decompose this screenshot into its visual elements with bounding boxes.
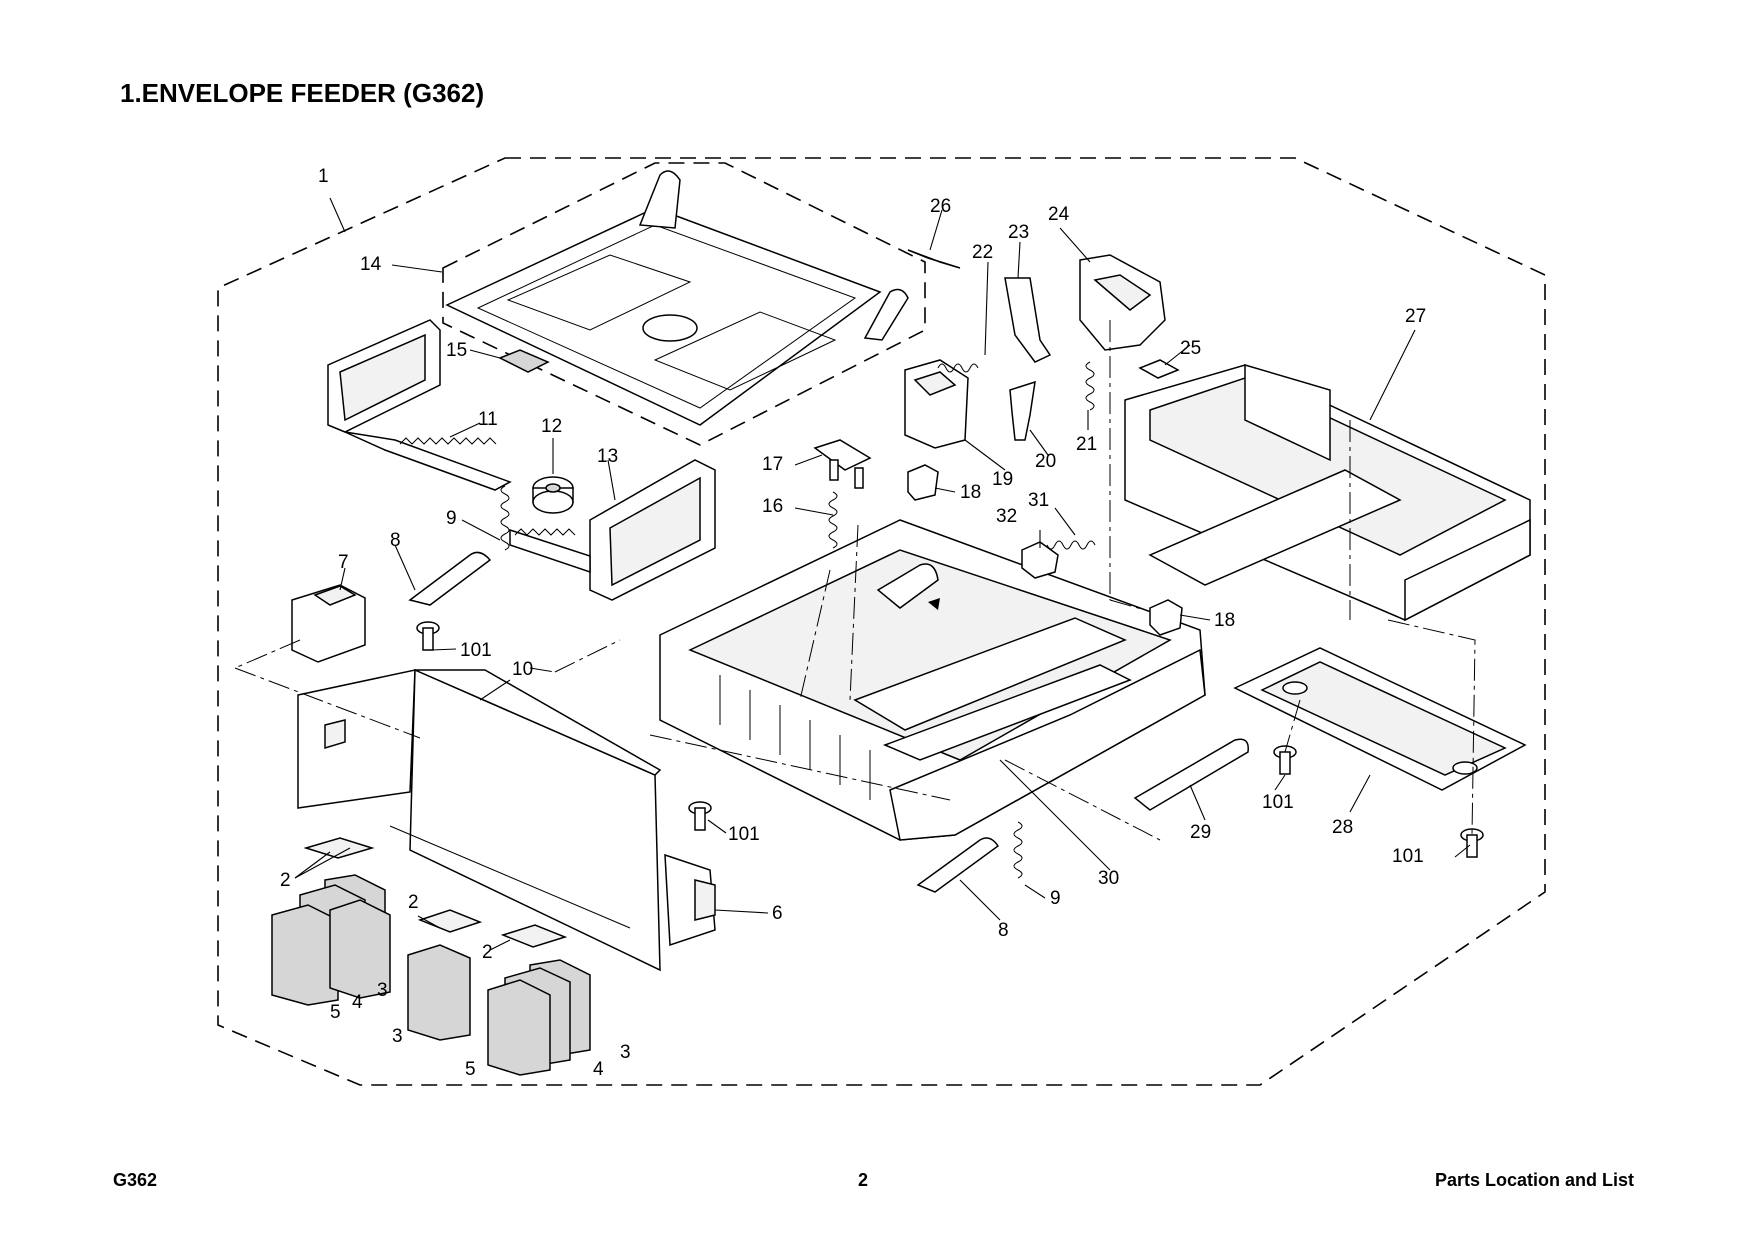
part-9-spring-lower bbox=[1013, 821, 1023, 879]
callout-28: 28 bbox=[1332, 817, 1353, 838]
callout-13: 13 bbox=[597, 446, 618, 467]
parts-3-weight-center bbox=[407, 944, 471, 1041]
callout-24: 24 bbox=[1048, 204, 1070, 225]
callout-8-upper: 8 bbox=[390, 530, 401, 551]
callout-21: 21 bbox=[1076, 434, 1097, 455]
part-101-screw-d bbox=[1460, 828, 1484, 858]
part-15-pad bbox=[498, 349, 550, 373]
callout-9-upper: 9 bbox=[446, 508, 457, 529]
callout-11: 11 bbox=[478, 409, 498, 430]
part-29-arm bbox=[1133, 738, 1249, 811]
part-10-front-cover bbox=[297, 668, 662, 972]
parts-3-4-5-weight-stack-left bbox=[271, 874, 391, 1006]
part-101-screw-a bbox=[416, 621, 440, 651]
callout-2-a: 2 bbox=[280, 870, 291, 891]
part-27-tray bbox=[1124, 363, 1531, 622]
part-18-latch-lower bbox=[1149, 599, 1183, 636]
callout-3-right: 3 bbox=[620, 1042, 631, 1063]
callout-101-b: 101 bbox=[728, 824, 760, 845]
leader-lines bbox=[294, 197, 1471, 951]
part-9-spring-upper bbox=[500, 485, 510, 551]
part-28-plate bbox=[1233, 647, 1527, 791]
parts-2-pads bbox=[303, 837, 568, 948]
part-12-gear bbox=[532, 476, 574, 514]
subassembly-boundary bbox=[442, 162, 926, 446]
callout-6: 6 bbox=[772, 903, 783, 924]
callout-4-left: 4 bbox=[352, 992, 363, 1013]
page-title: 1.ENVELOPE FEEDER (G362) bbox=[120, 78, 485, 108]
callout-27: 27 bbox=[1405, 306, 1426, 327]
callout-5-left: 5 bbox=[330, 1002, 341, 1023]
callout-1: 1 bbox=[318, 166, 329, 187]
part-13-rack-holder bbox=[509, 459, 716, 601]
callout-101-d: 101 bbox=[1392, 846, 1424, 867]
callout-2-c: 2 bbox=[482, 942, 493, 963]
part-19-cover bbox=[904, 359, 969, 449]
callout-20: 20 bbox=[1035, 451, 1056, 472]
part-14-top-plate bbox=[445, 170, 909, 426]
callout-101-c: 101 bbox=[1262, 792, 1294, 813]
part-101-screw-b bbox=[688, 801, 712, 831]
part-22-spring bbox=[937, 363, 979, 373]
callout-3-left: 3 bbox=[377, 980, 388, 1001]
callout-101-a: 101 bbox=[460, 640, 492, 661]
part-18-latch-upper bbox=[907, 464, 939, 501]
callout-22: 22 bbox=[972, 242, 993, 263]
part-7-bracket bbox=[291, 584, 366, 663]
footer-model: G362 bbox=[113, 1170, 158, 1190]
callout-9-lower: 9 bbox=[1050, 888, 1061, 909]
callout-10: 10 bbox=[512, 659, 533, 680]
parts-3-4-5-weight-stack-right bbox=[487, 959, 591, 1076]
part-8-arm-upper bbox=[408, 551, 492, 606]
callout-5-right: 5 bbox=[465, 1059, 476, 1080]
callout-19: 19 bbox=[992, 469, 1013, 490]
callout-32: 32 bbox=[996, 506, 1017, 527]
callout-18-upper: 18 bbox=[960, 482, 981, 503]
callout-26: 26 bbox=[930, 196, 951, 217]
part-21-spring bbox=[1085, 361, 1095, 411]
callout-8-lower: 8 bbox=[998, 920, 1009, 941]
part-31-spring bbox=[1046, 540, 1096, 550]
part-11-guide-bracket bbox=[327, 319, 512, 491]
callout-23: 23 bbox=[1008, 222, 1029, 243]
assembly-boundary bbox=[217, 157, 1546, 1086]
callout-4-right: 4 bbox=[593, 1059, 604, 1080]
callout-29: 29 bbox=[1190, 822, 1211, 843]
part-8-arm-lower bbox=[916, 837, 1000, 893]
callout-14: 14 bbox=[360, 254, 382, 275]
callout-18-lower: 18 bbox=[1214, 610, 1235, 631]
callout-30: 30 bbox=[1098, 868, 1119, 889]
callout-12: 12 bbox=[541, 416, 562, 437]
callout-25: 25 bbox=[1180, 338, 1201, 359]
part-6-end-block bbox=[664, 853, 716, 947]
part-24-bracket bbox=[1079, 254, 1166, 351]
callout-31: 31 bbox=[1028, 490, 1049, 511]
callout-17: 17 bbox=[762, 454, 783, 475]
callout-2-b: 2 bbox=[408, 892, 419, 913]
footer-page-number: 2 bbox=[858, 1170, 869, 1190]
alignment-lines bbox=[234, 320, 1476, 841]
main-tray-body bbox=[659, 519, 1206, 841]
part-23-lever bbox=[1004, 277, 1052, 363]
callout-3-center: 3 bbox=[392, 1026, 403, 1047]
part-20-lever bbox=[1009, 380, 1036, 441]
part-16-spring bbox=[828, 491, 838, 549]
part-25-pad bbox=[1138, 359, 1180, 379]
part-17-clip bbox=[813, 439, 872, 489]
footer-section: Parts Location and List bbox=[1434, 1170, 1634, 1190]
callout-7: 7 bbox=[338, 552, 349, 573]
callout-15: 15 bbox=[446, 340, 467, 361]
callout-16: 16 bbox=[762, 496, 783, 517]
part-26-strip bbox=[907, 249, 961, 269]
